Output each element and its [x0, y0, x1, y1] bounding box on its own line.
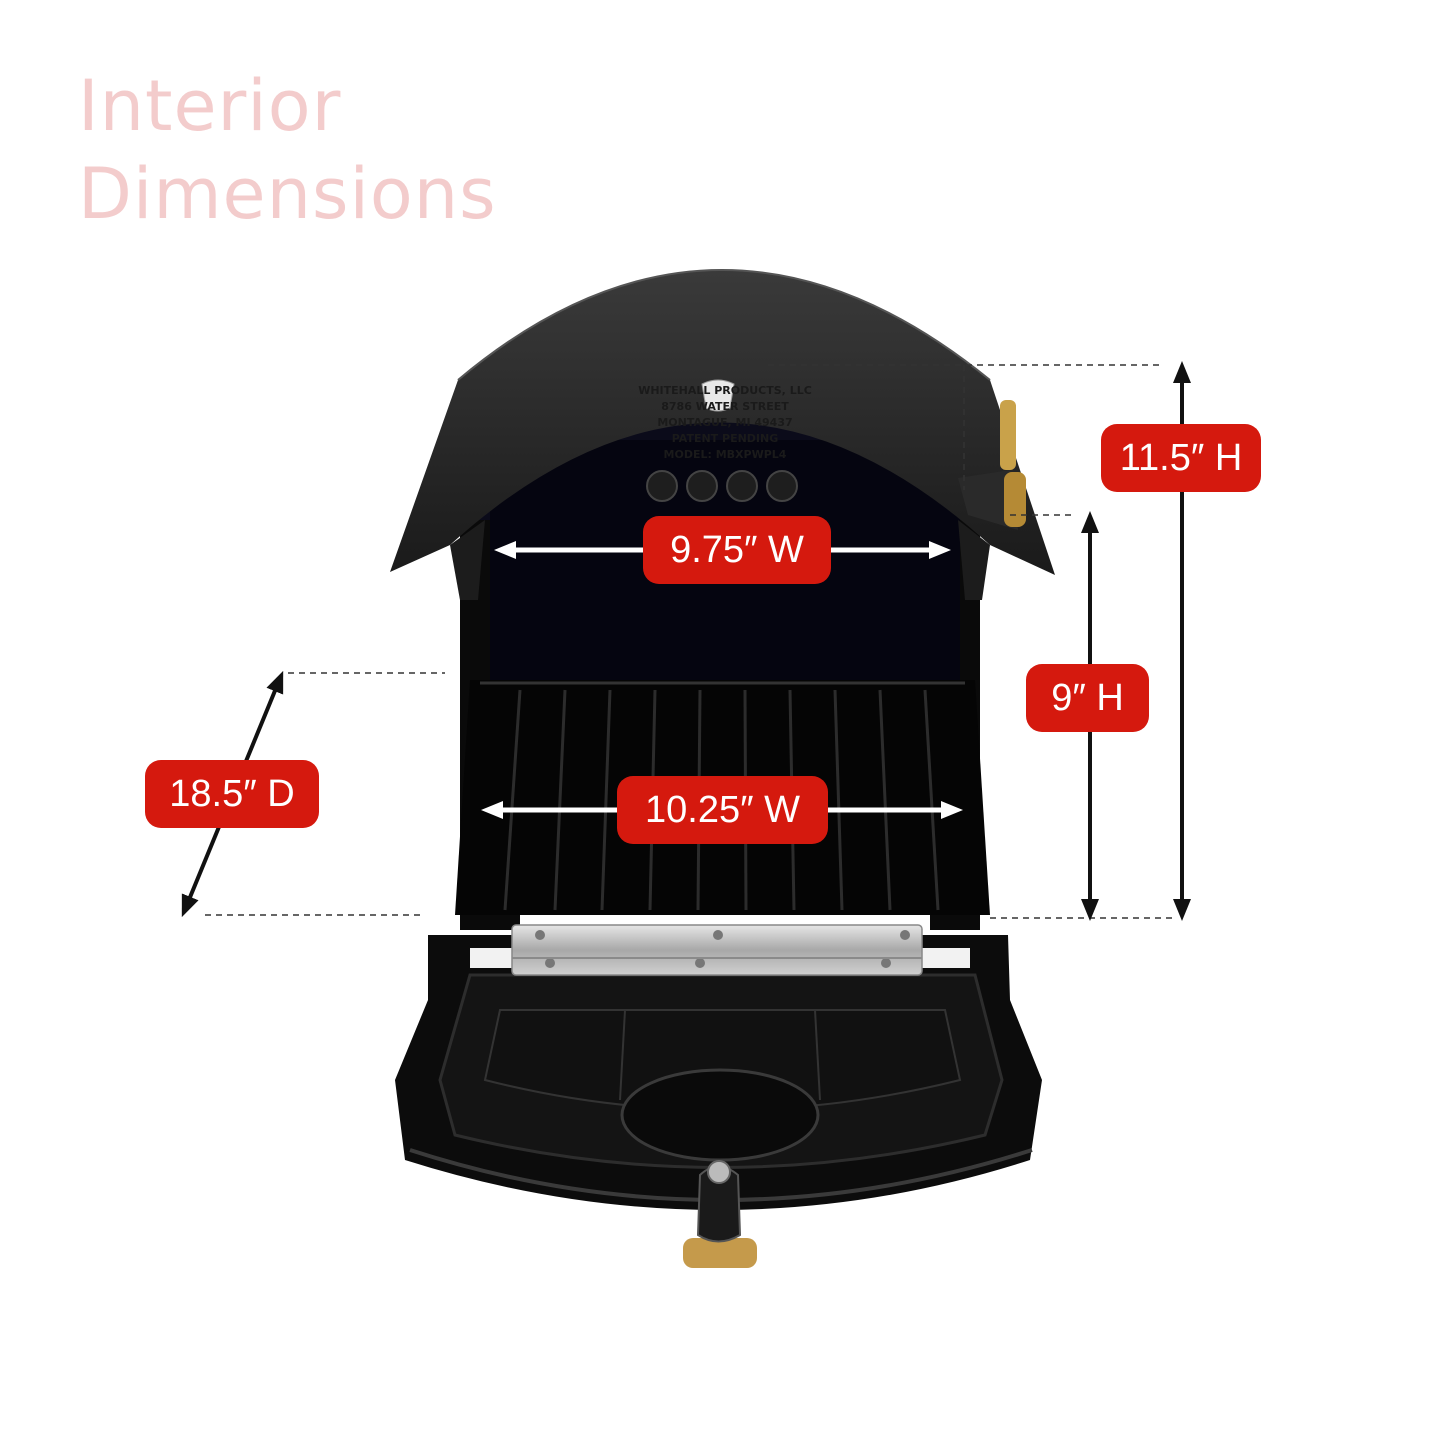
- depth-label: 18.5″ D: [145, 760, 319, 828]
- top-width-label: 9.75″ W: [643, 516, 831, 584]
- total-height-label: 11.5″ H: [1101, 424, 1261, 492]
- title-line-1: Interior: [78, 65, 342, 147]
- page-title: Interior Dimensions: [78, 62, 497, 238]
- bottom-width-label: 10.25″ W: [617, 776, 828, 844]
- title-line-2: Dimensions: [78, 153, 497, 235]
- roof-clip-icon: [701, 379, 735, 412]
- roof: [390, 270, 1055, 575]
- flag-icon: [958, 400, 1026, 530]
- inner-height-label: 9″ H: [1026, 664, 1149, 732]
- brass-post: [683, 1238, 757, 1268]
- gear-badges: [646, 470, 798, 502]
- hinge: [511, 924, 923, 976]
